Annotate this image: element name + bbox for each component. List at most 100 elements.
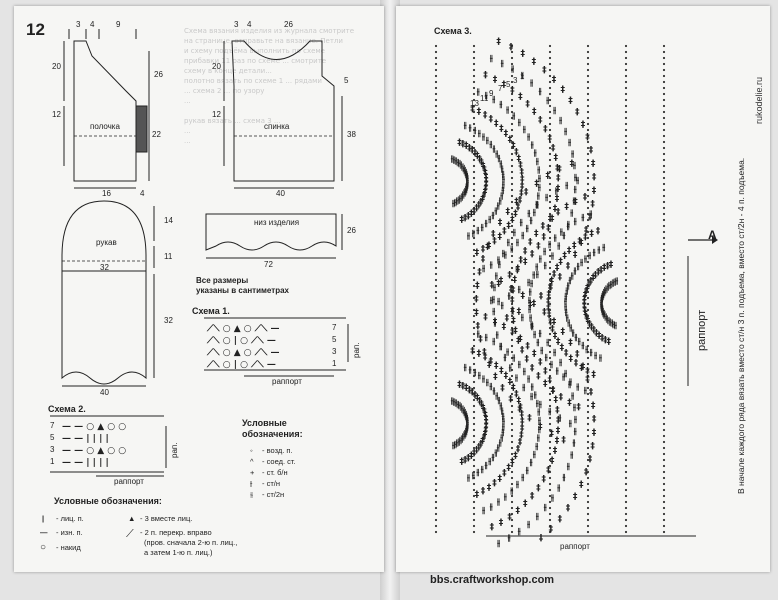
chain-dot — [624, 128, 628, 132]
stitch-mark: ⫲ — [497, 297, 500, 307]
chain-dot — [662, 164, 666, 168]
stitch-mark: ‡ — [536, 483, 541, 493]
stitch-mark: ⫲ — [499, 401, 502, 411]
stitch-mark: ⫲ — [465, 183, 468, 193]
chain-dot — [586, 230, 590, 234]
chain-dot — [586, 266, 590, 270]
stitch-mark: ⫲ — [610, 280, 613, 290]
legend2-sym-3: ⫲ — [250, 479, 253, 488]
chain-dot — [472, 398, 476, 402]
chain-dot — [624, 452, 628, 456]
chain-dot — [472, 50, 476, 54]
book-gutter — [380, 0, 400, 600]
chain-dot — [548, 368, 552, 372]
chain-dot — [586, 524, 590, 528]
chain-dot — [434, 56, 438, 60]
chain-dot — [434, 170, 438, 174]
stitch-mark: ‡ — [588, 213, 593, 223]
chain-dot — [472, 140, 476, 144]
stitch-mark: ⫲ — [464, 187, 467, 197]
legend2-sym-4: ⫳ — [250, 490, 254, 499]
stitch-mark: ‡ — [484, 180, 489, 190]
chain-dot — [510, 200, 514, 204]
chain-dot — [624, 506, 628, 510]
chain-dot — [434, 344, 438, 348]
chain-dot — [662, 92, 666, 96]
stitch-mark: ⫲ — [528, 296, 531, 306]
chain-dot — [510, 506, 514, 510]
chain-dot — [624, 446, 628, 450]
stitch-mark: ‡ — [514, 389, 519, 399]
chain-dot — [624, 152, 628, 156]
stitch-mark: ⫲ — [538, 183, 541, 193]
chain-dot — [548, 404, 552, 408]
stitch-mark: ⫲ — [601, 305, 604, 315]
chain-dot — [662, 428, 666, 432]
stitch-mark: ‡ — [505, 313, 510, 323]
stitch-mark: ‡ — [576, 403, 581, 413]
stitch-mark: ‡ — [487, 241, 492, 251]
stitch-mark: ⫲ — [495, 391, 498, 401]
chain-dot — [586, 422, 590, 426]
page-url-vertical: rukodelie.ru — [754, 76, 764, 124]
stitch-mark: ⫲ — [597, 245, 600, 255]
stitch-mark: ⫲ — [493, 319, 496, 329]
chain-dot — [548, 62, 552, 66]
stitch-mark: ‡ — [552, 75, 557, 85]
chain-dot — [662, 122, 666, 126]
chain-dot — [472, 326, 476, 330]
scheme3-row-3: 3 — [513, 76, 518, 85]
stitch-mark: ‡ — [599, 265, 604, 275]
chain-dot — [624, 170, 628, 174]
legend2-text-4: - ст/2н — [262, 490, 285, 499]
chain-dot — [434, 386, 438, 390]
chain-dot — [434, 278, 438, 282]
stitch-mark: ⫲ — [539, 329, 542, 339]
stitch-mark: ⫲ — [504, 250, 507, 260]
stitch-mark: ⫲ — [520, 218, 523, 228]
stitch-mark: ‡ — [484, 176, 489, 186]
chain-dot — [434, 530, 438, 534]
chain-dot — [586, 50, 590, 54]
chain-dot — [548, 380, 552, 384]
chain-dot — [548, 494, 552, 498]
chain-dot — [586, 290, 590, 294]
stitch-mark: ⫲ — [522, 383, 525, 393]
chain-dot — [472, 68, 476, 72]
chain-dot — [662, 422, 666, 426]
scheme3-arrow-label: A — [708, 228, 717, 242]
stitch-mark: ⫲ — [615, 277, 618, 287]
chain-dot — [472, 476, 476, 480]
stitch-mark: ‡ — [555, 263, 560, 273]
stitch-mark: ‡ — [549, 524, 554, 534]
chain-dot — [548, 122, 552, 126]
chain-dot — [624, 488, 628, 492]
chain-dot — [624, 296, 628, 300]
stitch-mark: ⫲ — [533, 450, 536, 460]
chain-dot — [586, 278, 590, 282]
chain-dot — [472, 230, 476, 234]
back-dim-top-b: 4 — [247, 20, 252, 29]
chain-dot — [472, 362, 476, 366]
stitch-mark: ⫲ — [538, 416, 541, 426]
chain-dot — [472, 44, 476, 48]
chain-dot — [624, 338, 628, 342]
scheme3-side-note: В начале каждого ряда вязать вместо ст/н… — [736, 157, 746, 494]
chain-dot — [586, 218, 590, 222]
stitch-mark: ⫲ — [605, 284, 608, 294]
chain-dot — [662, 488, 666, 492]
chain-dot — [472, 410, 476, 414]
chain-dot — [624, 512, 628, 516]
chain-dot — [586, 158, 590, 162]
chain-dot — [434, 302, 438, 306]
chain-dot — [662, 170, 666, 174]
chain-dot — [434, 212, 438, 216]
chain-dot — [586, 440, 590, 444]
legend1-text-2: - накид — [56, 543, 81, 552]
stitch-mark: ⫲ — [492, 95, 495, 105]
stitch-mark: ⫲ — [492, 307, 495, 317]
stitch-mark: ‡ — [498, 218, 503, 228]
chain-dot — [434, 272, 438, 276]
chain-dot — [510, 272, 514, 276]
chain-dot — [624, 362, 628, 366]
